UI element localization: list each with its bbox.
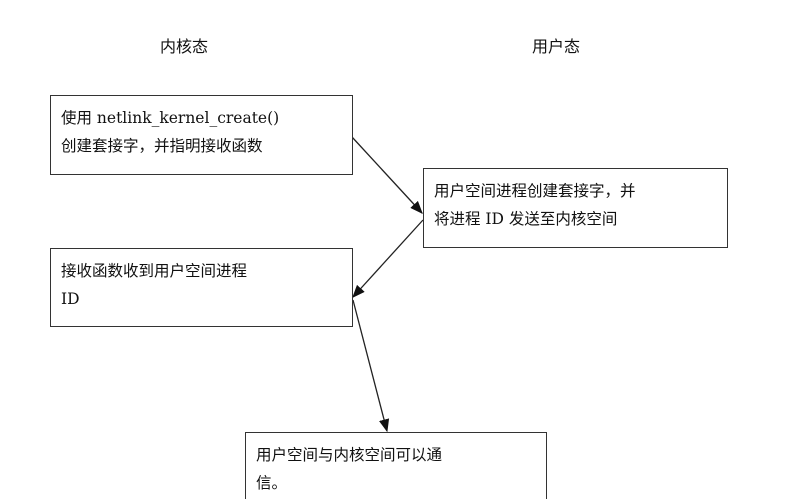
box-line: 使用 netlink_kernel_create() (61, 109, 280, 127)
box-line: 用户空间与内核空间可以通 (256, 446, 443, 464)
kernel-mode-header: 内核态 (160, 37, 209, 56)
box-line: ID (61, 290, 80, 308)
arrow-to-communicate (352, 299, 390, 433)
box-line: 接收函数收到用户空间进程 (61, 262, 248, 280)
kernel-receive-box: 接收函数收到用户空间进程 ID (50, 248, 353, 327)
box-line: 信。 (256, 474, 288, 492)
arrow-user-to-kernel (352, 219, 424, 298)
kernel-create-socket-box: 使用 netlink_kernel_create() 创建套接字，并指明接收函数 (50, 95, 353, 175)
communicate-box: 用户空间与内核空间可以通 信。 (245, 432, 547, 499)
user-mode-header: 用户态 (532, 37, 581, 56)
box-line: 用户空间进程创建套接字，并 (434, 182, 636, 200)
user-create-socket-box: 用户空间进程创建套接字，并 将进程 ID 发送至内核空间 (423, 168, 728, 248)
box-line: 将进程 ID 发送至内核空间 (434, 210, 618, 228)
arrow-kernel-to-user (351, 136, 423, 214)
box-line: 创建套接字，并指明接收函数 (61, 137, 263, 155)
